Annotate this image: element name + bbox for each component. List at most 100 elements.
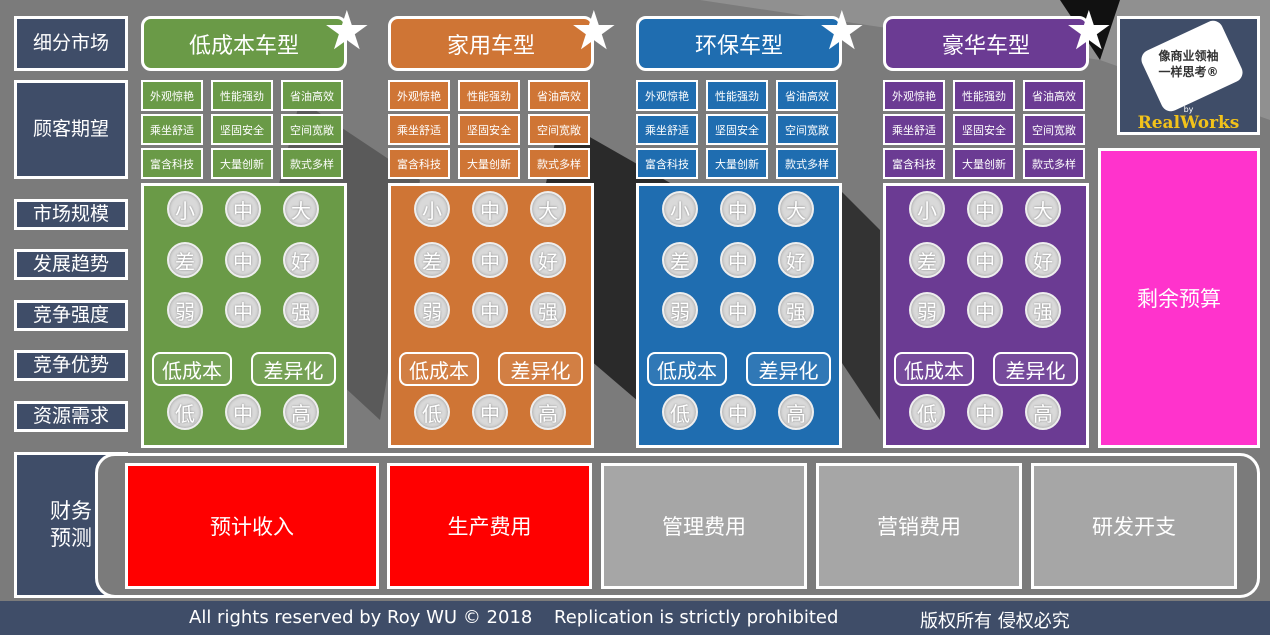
expectation-tag: 大量创新 <box>211 148 273 179</box>
expectation-tag: 款式多样 <box>281 148 343 179</box>
scale-option-competition: 中 <box>720 292 756 328</box>
scale-option-resources: 高 <box>530 394 566 430</box>
attributes-panel: 小中大差中好弱中强低中高低成本差异化 <box>883 183 1089 448</box>
scale-option-label: 中 <box>975 198 995 223</box>
finance-box: 研发开支 <box>1031 463 1237 589</box>
scale-option-label: 高 <box>538 401 558 426</box>
scale-option-size: 小 <box>909 191 945 227</box>
expectation-tag: 性能强劲 <box>211 80 273 111</box>
scale-option-label: 强 <box>1033 299 1053 324</box>
scale-option-trend: 中 <box>225 242 261 278</box>
scale-option-label: 好 <box>291 249 311 274</box>
scale-option-size: 中 <box>720 191 756 227</box>
scale-option-label: 低 <box>670 401 690 426</box>
expectation-tag: 外观惊艳 <box>636 80 698 111</box>
expectation-tag: 大量创新 <box>706 148 768 179</box>
scale-option-resources: 中 <box>967 394 1003 430</box>
row-label: 顾客期望 <box>14 80 128 179</box>
scale-option-label: 中 <box>975 401 995 426</box>
expectation-tag: 乘坐舒适 <box>388 114 450 145</box>
row-label: 资源需求 <box>14 401 128 432</box>
scale-option-size: 中 <box>225 191 261 227</box>
expectation-tag: 大量创新 <box>458 148 520 179</box>
scale-option-label: 中 <box>480 401 500 426</box>
segment-header: 低成本车型 <box>141 16 347 71</box>
scale-option-label: 大 <box>291 198 311 223</box>
scale-option-label: 强 <box>291 299 311 324</box>
scale-option-label: 高 <box>291 401 311 426</box>
attributes-panel: 小中大差中好弱中强低中高低成本差异化 <box>388 183 594 448</box>
scale-option-label: 大 <box>786 198 806 223</box>
scale-option-label: 中 <box>728 249 748 274</box>
expectation-tag: 富含科技 <box>141 148 203 179</box>
logo-line1: 像商业领袖 <box>1158 49 1219 63</box>
scale-option-label: 中 <box>480 198 500 223</box>
expectation-tag: 乘坐舒适 <box>636 114 698 145</box>
scale-option-trend: 中 <box>472 242 508 278</box>
expectation-tag: 性能强劲 <box>706 80 768 111</box>
scale-option-competition: 强 <box>1025 292 1061 328</box>
expectation-tag: 空间宽敞 <box>528 114 590 145</box>
scale-option-label: 中 <box>975 299 995 324</box>
finance-panel: 预计收入生产费用管理费用营销费用研发开支 <box>95 453 1260 598</box>
scale-option-resources: 低 <box>662 394 698 430</box>
logo-by: by <box>1183 105 1194 114</box>
scale-option-trend: 中 <box>967 242 1003 278</box>
expectation-tag: 款式多样 <box>776 148 838 179</box>
advantage-option: 低成本 <box>647 352 727 386</box>
expectation-tag: 外观惊艳 <box>141 80 203 111</box>
footer-cn: 版权所有 侵权必究 <box>920 611 1070 632</box>
scale-option-trend: 好 <box>1025 242 1061 278</box>
scale-option-resources: 高 <box>778 394 814 430</box>
advantage-option: 差异化 <box>498 352 583 386</box>
row-label: 细分市场 <box>14 16 128 71</box>
segment-column: 低成本车型★外观惊艳性能强劲省油高效乘坐舒适坚固安全空间宽敞富含科技大量创新款式… <box>141 0 371 450</box>
footer-replication: Replication is strictly prohibited <box>554 607 839 628</box>
scale-option-resources: 中 <box>472 394 508 430</box>
expectation-tag: 乘坐舒适 <box>141 114 203 145</box>
scale-option-label: 中 <box>233 249 253 274</box>
segment-column: 家用车型★外观惊艳性能强劲省油高效乘坐舒适坚固安全空间宽敞富含科技大量创新款式多… <box>388 0 618 450</box>
finance-box: 营销费用 <box>816 463 1022 589</box>
scale-option-label: 强 <box>786 299 806 324</box>
scale-option-label: 小 <box>422 198 442 223</box>
scale-option-label: 中 <box>233 401 253 426</box>
expectation-tag: 省油高效 <box>281 80 343 111</box>
row-label: 竞争强度 <box>14 300 128 331</box>
scale-option-label: 中 <box>480 299 500 324</box>
scale-option-label: 低 <box>917 401 937 426</box>
scale-option-label: 高 <box>1033 401 1053 426</box>
expectation-tag: 省油高效 <box>776 80 838 111</box>
scale-option-competition: 强 <box>283 292 319 328</box>
scale-option-label: 高 <box>786 401 806 426</box>
scale-option-size: 大 <box>778 191 814 227</box>
logo-line2: 一样思考® <box>1158 65 1219 79</box>
expectation-tag: 大量创新 <box>953 148 1015 179</box>
finance-box: 生产费用 <box>387 463 592 589</box>
scale-option-label: 中 <box>975 249 995 274</box>
scale-option-size: 小 <box>662 191 698 227</box>
scale-option-label: 中 <box>728 198 748 223</box>
scale-option-label: 强 <box>538 299 558 324</box>
scale-option-size: 小 <box>167 191 203 227</box>
segment-column: 环保车型★外观惊艳性能强劲省油高效乘坐舒适坚固安全空间宽敞富含科技大量创新款式多… <box>636 0 866 450</box>
scale-option-label: 小 <box>175 198 195 223</box>
scale-option-label: 低 <box>422 401 442 426</box>
scale-option-competition: 中 <box>967 292 1003 328</box>
expectation-tag: 富含科技 <box>388 148 450 179</box>
scale-option-competition: 弱 <box>414 292 450 328</box>
expectation-tag: 坚固安全 <box>706 114 768 145</box>
expectation-tag: 坚固安全 <box>211 114 273 145</box>
scale-option-label: 中 <box>233 299 253 324</box>
scale-option-label: 大 <box>538 198 558 223</box>
advantage-option: 低成本 <box>399 352 479 386</box>
segment-header: 环保车型 <box>636 16 842 71</box>
scale-option-competition: 弱 <box>909 292 945 328</box>
row-label: 竞争优势 <box>14 350 128 381</box>
scale-option-size: 大 <box>1025 191 1061 227</box>
finance-box: 预计收入 <box>125 463 379 589</box>
row-label: 发展趋势 <box>14 249 128 280</box>
scale-option-label: 差 <box>422 249 442 274</box>
scale-option-label: 低 <box>175 401 195 426</box>
expectation-tag: 性能强劲 <box>458 80 520 111</box>
